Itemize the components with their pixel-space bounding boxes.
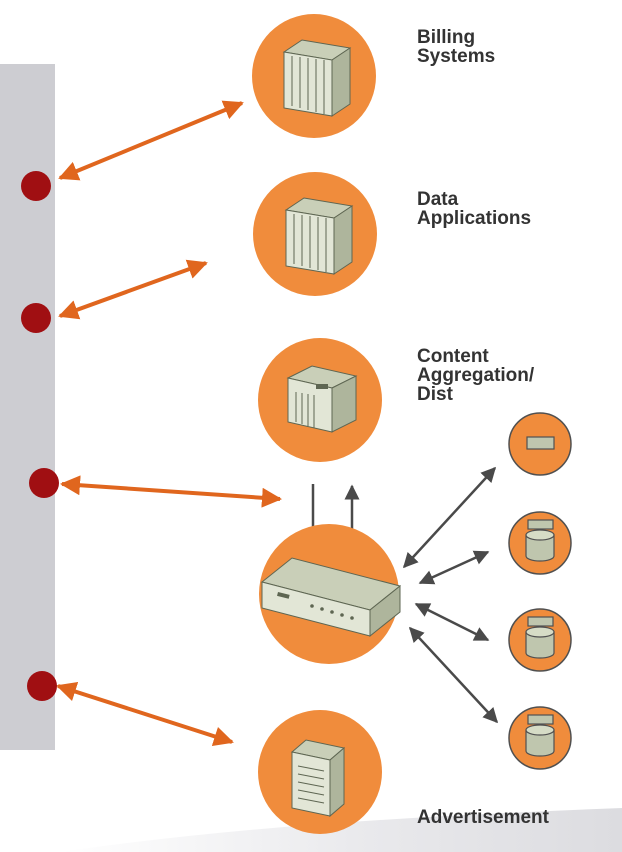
label-data-applications: Data Applications	[417, 189, 532, 229]
bus-node-3	[29, 468, 59, 498]
rack-server-icon	[284, 197, 354, 275]
storage-node-2	[508, 511, 572, 575]
label-billing-systems: Billing Systems	[417, 27, 496, 67]
arrow-storage-3	[414, 602, 490, 642]
rack-server-icon	[282, 39, 352, 117]
tower-server-icon	[290, 739, 346, 818]
bus-node-2	[21, 303, 51, 333]
network-bus	[0, 64, 55, 750]
database-icon	[525, 616, 555, 659]
arrow-billing	[58, 100, 244, 181]
database-icon	[525, 714, 555, 757]
bus-node-1	[21, 171, 51, 201]
storage-node-4	[508, 706, 572, 770]
arrow-storage-1	[402, 466, 497, 569]
bus-node-4	[27, 671, 57, 701]
mainframe-icon	[286, 365, 358, 433]
storage-node-1	[508, 412, 572, 476]
switch-icon	[260, 557, 402, 638]
billing-server-node	[252, 14, 376, 138]
arrow-advertisement	[56, 681, 234, 747]
arrow-storage-2	[418, 550, 490, 585]
drive-icon	[526, 436, 555, 450]
label-advertisement: Advertisement	[417, 807, 549, 828]
switch-node	[259, 524, 402, 664]
data-apps-server-node	[253, 172, 377, 296]
arrow-storage-4	[408, 626, 499, 724]
arrow-data-apps	[58, 259, 208, 320]
advertisement-server-node	[258, 710, 382, 834]
database-icon	[525, 519, 555, 562]
arrow-content	[60, 475, 282, 508]
content-aggregation-node	[258, 338, 382, 462]
label-content-aggregation: Content Aggregation/ Dist	[417, 346, 535, 405]
storage-node-3	[508, 608, 572, 672]
